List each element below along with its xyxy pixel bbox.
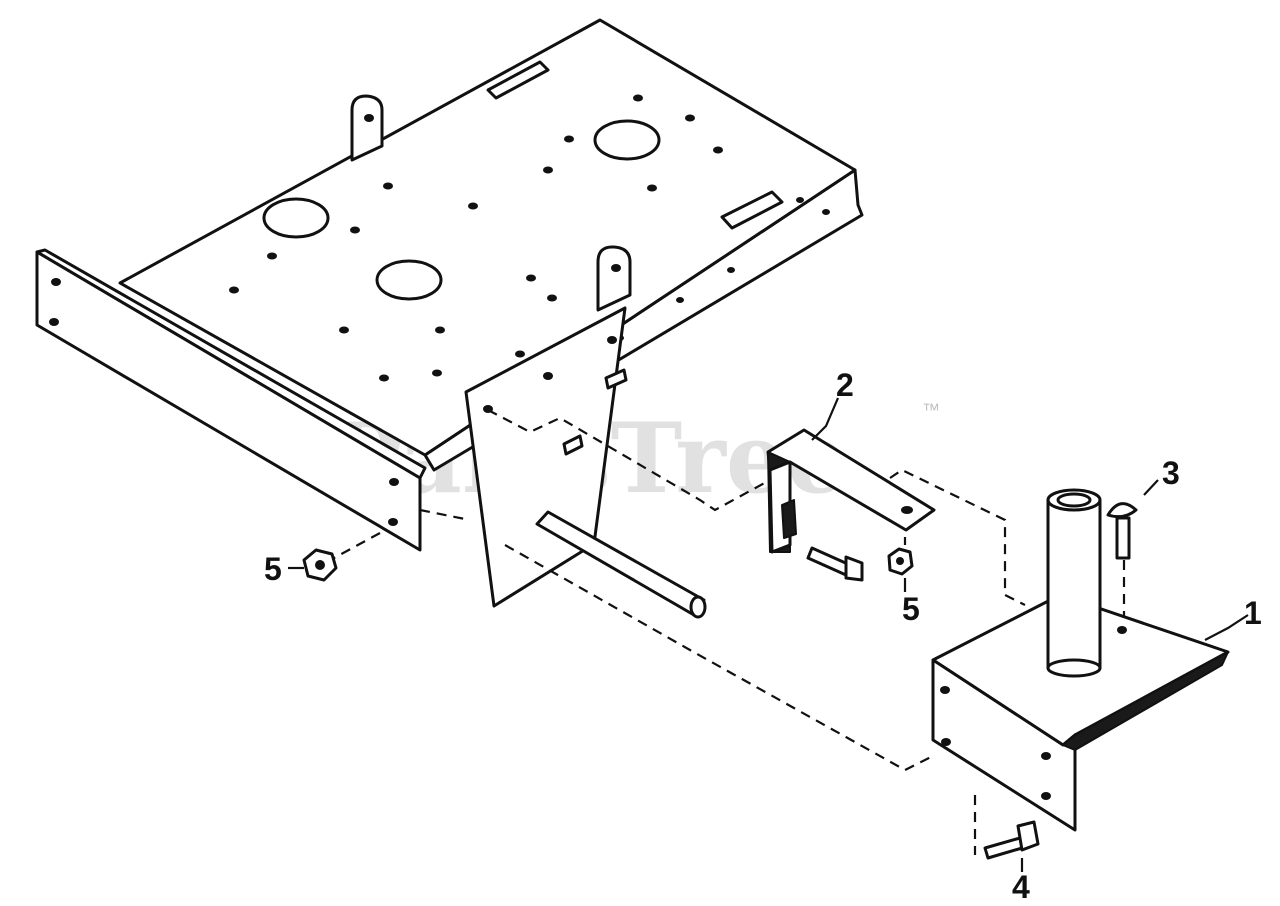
part-5-nut-left [302,548,338,582]
bracket-bolt [806,546,864,582]
part-1-mount [931,488,1230,832]
callout-1: 1 [1244,595,1262,631]
callout-2: 2 [836,367,854,403]
watermark-trademark: ™ [922,400,940,420]
part-4-bolt [983,820,1040,860]
pivot-rod [535,510,707,619]
frame-tab-lower [596,245,632,312]
frame-tab-upper [350,94,384,162]
callout-leaders [288,397,1249,872]
part-5-nut-right [887,547,914,576]
callout-labels: 1 2 3 4 5 5 [264,367,1262,905]
callout-3: 3 [1162,455,1180,491]
callout-4: 4 [1012,869,1030,905]
part-2-bracket [766,428,936,554]
callout-5-left: 5 [264,551,282,587]
front-bar [35,248,427,552]
callout-5-right: 5 [902,591,920,627]
part-3-bolt [1106,502,1138,560]
